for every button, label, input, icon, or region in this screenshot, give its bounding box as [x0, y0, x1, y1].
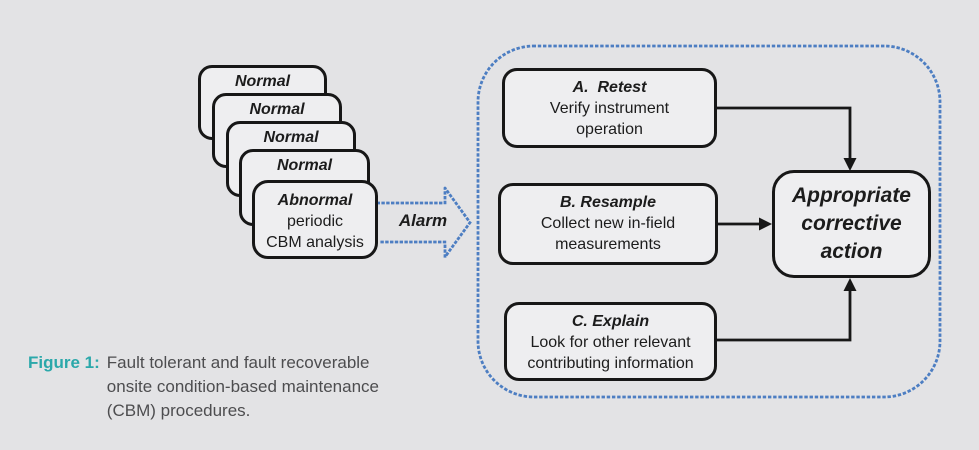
option-a-line: Verify instrument	[549, 100, 670, 117]
normal-card-label: Normal	[263, 129, 319, 146]
option-c-title: C. Explain	[571, 313, 650, 330]
connector-b-arrowhead-icon	[759, 217, 772, 231]
option-b-resample-box: B. Resample Collect new in-field measure…	[498, 183, 718, 265]
option-a-title: A. Retest	[572, 79, 647, 96]
figure-caption: Figure 1: Fault tolerant and fault recov…	[28, 351, 379, 423]
figure-caption-text: Fault tolerant and fault recoverable ons…	[107, 351, 379, 423]
abnormal-card: Abnormal periodic CBM analysis	[252, 180, 378, 259]
option-b-line: measurements	[555, 236, 661, 253]
figure-caption-line: (CBM) procedures.	[106, 401, 251, 420]
normal-card-label: Normal	[276, 157, 333, 174]
corrective-action-box: Appropriate corrective action	[772, 170, 931, 278]
abnormal-card-line: CBM analysis	[266, 234, 364, 251]
option-c-explain-box: C. Explain Look for other relevant contr…	[504, 302, 717, 381]
option-c-line: contributing information	[527, 355, 694, 372]
corrective-action-line: corrective	[801, 212, 902, 235]
abnormal-card-line: periodic	[286, 213, 344, 230]
abnormal-card-title: Abnormal	[277, 192, 353, 209]
option-c-line: Look for other relevant	[530, 334, 691, 351]
connector-a-line	[717, 106, 852, 161]
connector-a-arrowhead-icon	[843, 158, 857, 171]
figure-caption-line: onsite condition-based maintenance	[106, 377, 379, 396]
option-b-line: Collect new in-field	[540, 215, 676, 232]
normal-card-label: Normal	[249, 101, 305, 118]
corrective-action-line: action	[820, 240, 883, 263]
figure-caption-line: Fault tolerant and fault recoverable	[106, 353, 370, 372]
option-a-retest-box: A. Retest Verify instrument operation	[502, 68, 717, 148]
connector-c-arrowhead-icon	[843, 278, 857, 291]
corrective-action-line: Appropriate	[791, 184, 911, 207]
figure-caption-prefix: Figure 1:	[28, 353, 100, 372]
connector-c-line	[717, 288, 852, 342]
option-a-line: operation	[576, 121, 643, 138]
alarm-arrow-icon	[376, 186, 472, 259]
option-b-title: B. Resample	[559, 194, 657, 211]
dotted-group-outline	[476, 44, 942, 399]
alarm-label: Alarm	[398, 211, 448, 230]
normal-card-label: Normal	[234, 73, 291, 90]
